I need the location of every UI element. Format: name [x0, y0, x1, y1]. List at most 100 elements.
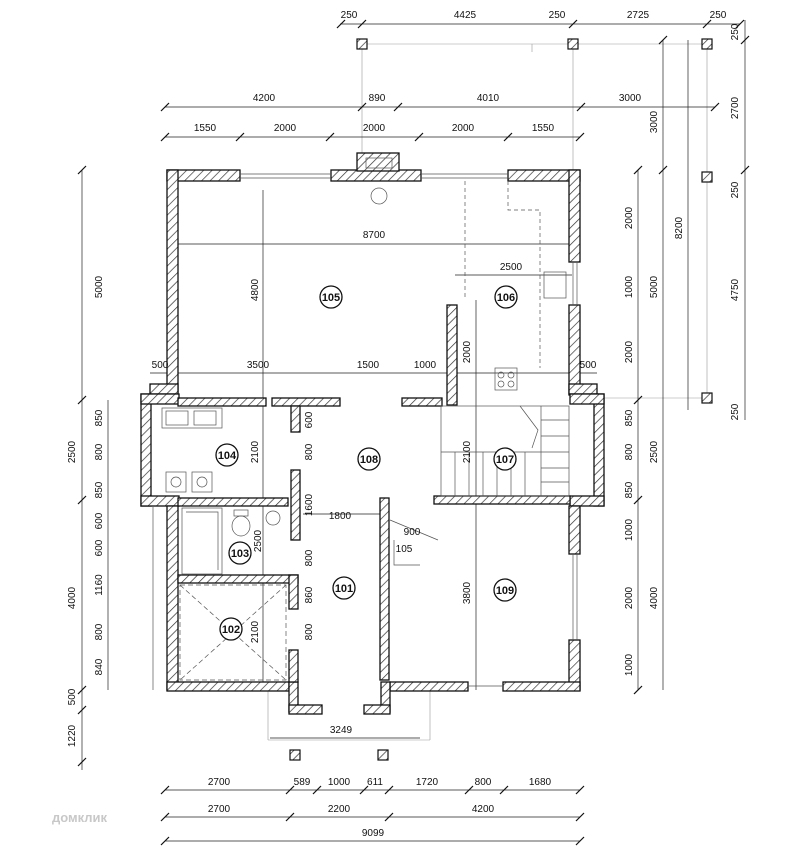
- dimension-label: 4750: [730, 278, 741, 301]
- dimension-label: 8700: [363, 230, 386, 241]
- dimension-label: 2500: [649, 440, 660, 463]
- dimension-label: 250: [730, 181, 741, 198]
- dimension-label: 1500: [357, 360, 380, 371]
- dimension-label: 3000: [649, 110, 660, 133]
- dimension-label: 800: [304, 443, 315, 460]
- dimension-label: 2500: [500, 262, 523, 273]
- room-marker-circle: [215, 443, 239, 467]
- dimension-label: 250: [549, 10, 566, 21]
- dimension-label: 2500: [253, 529, 264, 552]
- dimension-label: 2000: [624, 340, 635, 363]
- dimension-label: 2000: [624, 206, 635, 229]
- dimension-label: 4200: [472, 804, 495, 815]
- dimension-label: 1160: [94, 574, 105, 596]
- dimension-label: 2000: [363, 123, 386, 134]
- dimension-label: 250: [341, 10, 358, 21]
- dimension-label: 2200: [328, 804, 351, 815]
- dimension-label: 840: [94, 658, 105, 675]
- dimension-label: 600: [94, 539, 105, 556]
- dimension-label: 4010: [477, 93, 500, 104]
- room-marker-circle: [219, 617, 243, 641]
- dimension-label: 2700: [208, 777, 231, 788]
- grid-lines: [267, 43, 708, 741]
- dimension-label: 4200: [253, 93, 276, 104]
- dimension-label: 800: [94, 443, 105, 460]
- dimension-label: 5000: [649, 275, 660, 298]
- dimension-label: 800: [475, 777, 492, 788]
- walls: [140, 152, 605, 715]
- room-marker-circle: [493, 578, 517, 602]
- room-number-103: 103: [231, 548, 249, 560]
- dimension-label: 500: [152, 360, 169, 371]
- dimension-label: 850: [94, 409, 105, 426]
- dimension-label: 1720: [416, 777, 439, 788]
- room-marker-circle: [319, 285, 343, 309]
- dimension-label: 850: [624, 409, 635, 426]
- room-number-105: 105: [322, 292, 340, 304]
- dimension-label: 2700: [730, 96, 741, 119]
- dimension-label: 500: [67, 688, 78, 705]
- dimension-labels: 250 4425 250 2725 250 4200 890 4010 3000 1550 2000…: [67, 10, 741, 839]
- dimension-label: 2000: [462, 340, 473, 363]
- dimension-label: 3000: [619, 93, 642, 104]
- room-number-104: 104: [218, 450, 237, 462]
- dimension-label: 4000: [649, 586, 660, 609]
- dimension-label: 2000: [274, 123, 297, 134]
- dimension-label: 800: [304, 623, 315, 640]
- dimension-label: 8200: [674, 216, 685, 239]
- dimension-label: 2100: [250, 620, 261, 643]
- dimension-label: 600: [94, 512, 105, 529]
- dimension-label: 2700: [208, 804, 231, 815]
- dimension-label: 9099: [362, 828, 385, 839]
- dimension-label: 3249: [330, 725, 353, 736]
- dimension-label: 860: [304, 586, 315, 603]
- dimension-label: 1550: [194, 123, 217, 134]
- dimension-label: 800: [624, 443, 635, 460]
- room-number-106: 106: [497, 292, 515, 304]
- dimension-label: 1000: [624, 653, 635, 676]
- watermark: домклик: [52, 810, 108, 825]
- dimension-label: 1000: [328, 777, 351, 788]
- room-marker-circle: [493, 447, 517, 471]
- dimension-label: 850: [94, 481, 105, 498]
- dimension-label: 250: [730, 23, 741, 40]
- dimension-label: 250: [710, 10, 727, 21]
- dimension-label: 4800: [250, 278, 261, 301]
- dimension-label: 500: [580, 360, 597, 371]
- columns: [289, 38, 713, 761]
- room-number-102: 102: [222, 624, 240, 636]
- dimension-label: 900: [404, 527, 421, 538]
- dimension-label: 2100: [250, 440, 261, 463]
- dimension-lines: [81, 20, 746, 842]
- dimension-label: 600: [304, 411, 315, 428]
- dimension-label: 1800: [329, 511, 352, 522]
- dimension-label: 1680: [529, 777, 552, 788]
- dimension-label: 1550: [532, 123, 555, 134]
- dimension-label: 2100: [462, 440, 473, 463]
- room-number-109: 109: [496, 585, 514, 597]
- room-marker-circle: [357, 447, 381, 471]
- dimension-label: 850: [624, 481, 635, 498]
- dimension-label: 2000: [624, 586, 635, 609]
- dimension-label: 4425: [454, 10, 477, 21]
- dimension-label: 890: [369, 93, 386, 104]
- dimension-ticks: [77, 19, 750, 846]
- dimension-label: 1000: [624, 275, 635, 298]
- dimension-label: 1600: [304, 493, 315, 516]
- dimension-label: 1220: [67, 724, 78, 747]
- dimension-label: 3800: [462, 581, 473, 604]
- dimension-label: 800: [304, 549, 315, 566]
- dimension-label: 611: [367, 777, 383, 788]
- dimension-label: 2725: [627, 10, 650, 21]
- dimension-label: 105: [396, 544, 413, 555]
- room-marker-circle: [494, 285, 518, 309]
- dimension-label: 5000: [94, 275, 105, 298]
- room-number-101: 101: [335, 583, 353, 595]
- dimension-label: 2000: [452, 123, 475, 134]
- dimension-label: 250: [730, 403, 741, 420]
- room-marker-circle: [228, 541, 252, 565]
- dimension-label: 4000: [67, 586, 78, 609]
- room-number-108: 108: [360, 454, 378, 466]
